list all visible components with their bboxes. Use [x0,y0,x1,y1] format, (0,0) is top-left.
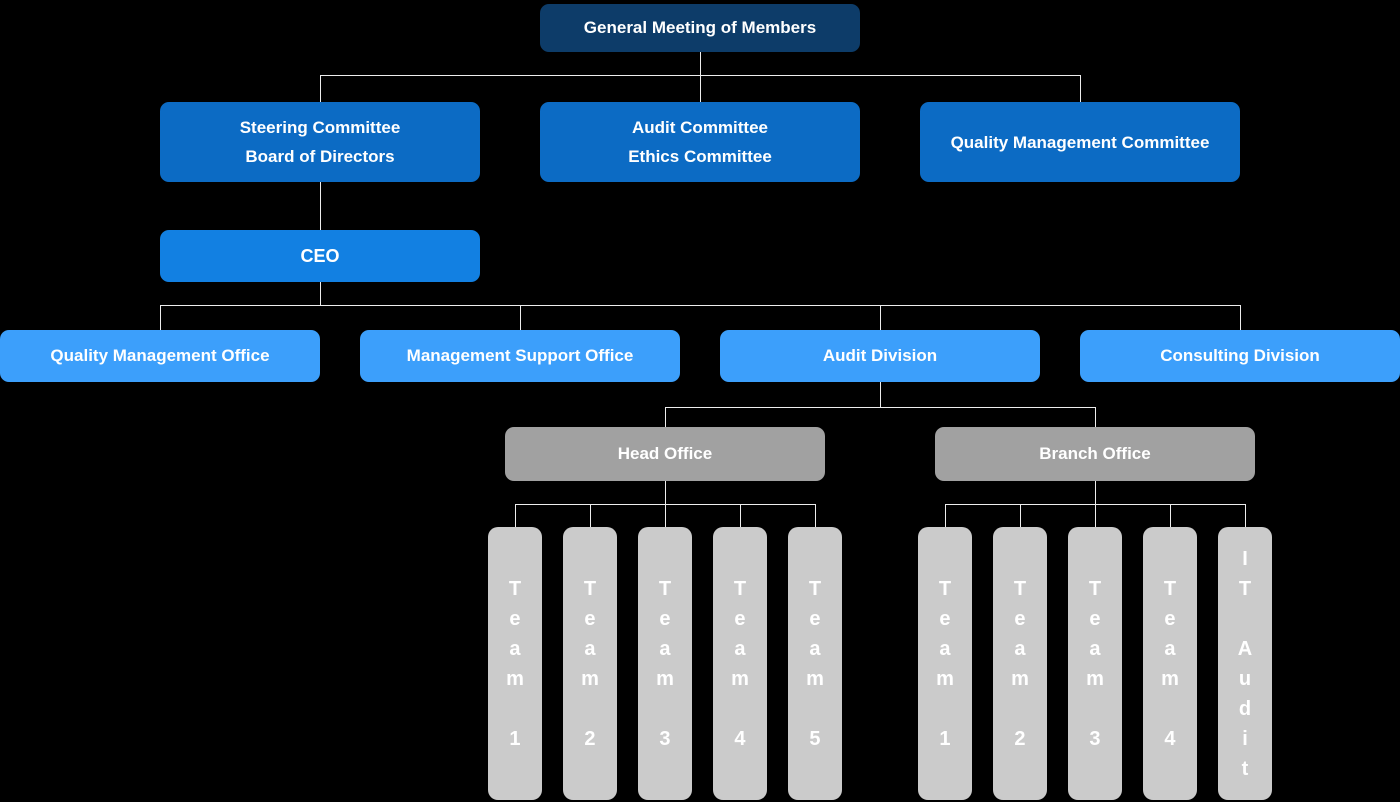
connector-line [1170,504,1171,527]
node-label: General Meeting of Members [583,18,817,37]
connector-line [1080,75,1081,102]
connector-line [665,407,666,428]
node-label: Head Office [617,444,713,463]
connector-line [1095,504,1096,527]
node-steering-committee: Steering Committee Board of Directors [160,102,480,182]
connector-line [1240,305,1241,330]
connector-line [815,504,816,527]
node-label: Board of Directors [245,147,395,166]
node-ceo: CEO [160,230,480,282]
node-audit-committee: Audit Committee Ethics Committee [540,102,860,182]
node-branch-it-audit: I T A u d i t [1218,527,1272,800]
node-label: CEO [300,245,340,266]
connector-line [880,305,881,330]
connector-line [740,504,741,527]
connector-line [320,282,321,306]
node-label: Quality Management Committee [950,132,1210,152]
connector-line [1020,504,1021,527]
node-audit-division: Audit Division [720,330,1040,382]
node-branch-team-1: T e a m 1 [918,527,972,800]
node-quality-management-office: Quality Management Office [0,330,320,382]
node-head-team-2: T e a m 2 [563,527,617,800]
connector-line [590,504,591,527]
connector-line [320,182,321,230]
node-label: T e a m 4 [731,577,749,750]
node-branch-team-4: T e a m 4 [1143,527,1197,800]
node-label: T e a m 1 [506,577,524,750]
node-label: Consulting Division [1160,346,1320,365]
connector-line [665,481,666,505]
connector-line [160,305,161,330]
connector-line [160,305,1241,306]
node-label: T e a m 3 [656,577,674,750]
node-quality-management-committee: Quality Management Committee [920,102,1240,182]
node-label: T e a m 1 [936,577,954,750]
connector-line [665,407,1096,408]
node-label: Management Support Office [406,346,634,365]
connector-line [700,52,701,76]
node-label: Audit Division [822,346,938,365]
node-general-meeting: General Meeting of Members [540,4,860,52]
node-consulting-division: Consulting Division [1080,330,1400,382]
node-branch-team-2: T e a m 2 [993,527,1047,800]
connector-line [520,305,521,330]
node-branch-team-3: T e a m 3 [1068,527,1122,800]
node-label: Quality Management Office [50,346,270,365]
connector-line [1095,481,1096,505]
node-head-office: Head Office [505,427,825,481]
connector-line [1245,504,1246,527]
connector-line [880,382,881,408]
connector-line [700,75,701,102]
node-label: T e a m 2 [581,577,599,750]
node-head-team-3: T e a m 3 [638,527,692,800]
node-head-team-5: T e a m 5 [788,527,842,800]
node-management-support-office: Management Support Office [360,330,680,382]
connector-line [945,504,946,527]
connector-line [515,504,516,527]
node-label: Ethics Committee [628,147,772,166]
node-label: T e a m 5 [806,577,824,750]
node-label: Branch Office [1039,444,1151,463]
node-head-team-1: T e a m 1 [488,527,542,800]
node-head-team-4: T e a m 4 [713,527,767,800]
connector-line [1095,407,1096,428]
connector-line [665,504,666,527]
node-branch-office: Branch Office [935,427,1255,481]
node-label: T e a m 3 [1086,577,1104,750]
node-label: T e a m 4 [1161,577,1179,750]
node-label: T e a m 2 [1011,577,1029,750]
connector-line [320,75,321,102]
node-label: Steering Committee [239,118,401,137]
node-label: Audit Committee [632,118,768,137]
node-label: I T A u d i t [1237,547,1253,780]
